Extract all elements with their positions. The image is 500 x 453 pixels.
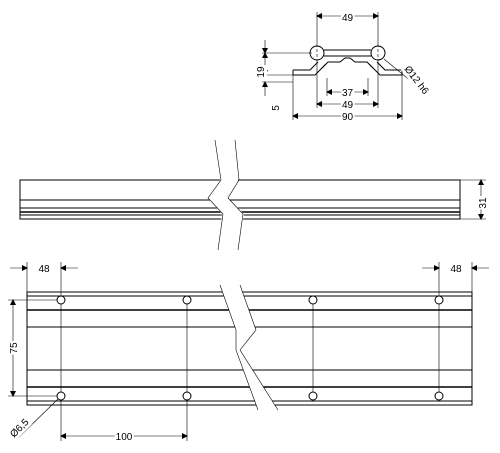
label-backing <box>340 88 355 99</box>
label-backing <box>449 264 463 275</box>
label-backing <box>340 112 355 123</box>
hole-top-3 <box>308 295 318 305</box>
label-backing <box>478 196 489 210</box>
label-backing <box>401 63 432 98</box>
dim-end-offset-right: 48 <box>450 264 462 275</box>
top-view: 48 48 75 Ø6,5 100 <box>7 262 489 443</box>
dim-end-offset-left: 48 <box>38 264 50 275</box>
dim-section-total-width: 90 <box>342 112 354 123</box>
hole-top-4 <box>434 295 444 305</box>
hole-bottom-4 <box>434 391 444 401</box>
label-backing <box>37 264 51 275</box>
hole-bottom-1 <box>56 391 66 401</box>
dim-section-height-upper: 19 <box>256 66 267 78</box>
side-view: 31 <box>19 139 489 251</box>
dim-section-inner-width: 37 <box>342 88 354 99</box>
hole-top-2 <box>182 295 192 305</box>
label-backing <box>114 432 134 443</box>
label-backing <box>271 103 282 112</box>
hole-bottom-3 <box>308 391 318 401</box>
dim-hole-pitch: 100 <box>116 432 133 443</box>
cross-section-view: 49 19 5 37 49 90 Ø12 h6 <box>256 12 432 123</box>
hole-bottom-2 <box>182 391 192 401</box>
hole-top-1 <box>56 295 66 305</box>
dim-shaft-diameter: Ø12 h6 <box>402 64 431 97</box>
label-backing <box>9 341 20 355</box>
dim-section-mid-spacing: 49 <box>342 100 354 111</box>
label-backing <box>340 100 355 111</box>
left-shaft-circle <box>309 45 325 61</box>
right-shaft-circle <box>370 45 386 61</box>
dim-section-top-spacing: 49 <box>342 13 354 24</box>
label-backing <box>340 13 355 24</box>
label-backing <box>256 65 267 79</box>
label-backing <box>7 415 33 441</box>
dim-hole-row-spacing: 75 <box>9 342 20 354</box>
dim-side-height: 31 <box>478 197 489 209</box>
dim-section-height-lower: 5 <box>271 105 282 111</box>
